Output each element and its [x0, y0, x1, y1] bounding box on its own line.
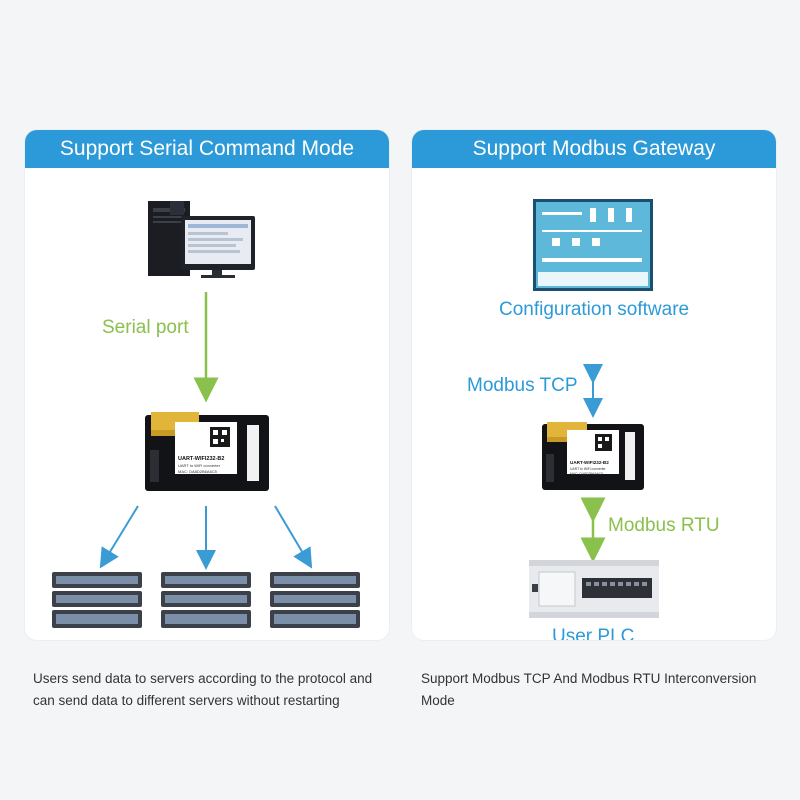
panel-title: Support Modbus Gateway — [412, 130, 776, 168]
serial-diagram: UART-WIFI232-B2 UART to WiFi converter M… — [25, 168, 389, 640]
server-rack-icon — [161, 572, 251, 628]
module-mac-text: MAC: DA8D2B6A6C5 — [570, 472, 603, 476]
caption-line: Users send data to servers according to … — [33, 671, 373, 686]
module-desc-text: UART to WiFi converter — [570, 467, 607, 471]
server-rack-icon — [270, 572, 360, 628]
caption-line: Mode — [421, 693, 455, 708]
serial-command-panel: Support Serial Command Mode — [25, 130, 389, 640]
user-plc-label: User PLC — [552, 626, 635, 640]
caption-line: Support Modbus TCP And Modbus RTU Interc… — [421, 671, 757, 686]
modbus-rtu-label: Modbus RTU — [608, 515, 720, 536]
scada-screen-icon — [533, 199, 653, 291]
caption-line: can send data to different servers witho… — [33, 693, 340, 708]
modbus-tcp-label: Modbus TCP — [467, 375, 578, 396]
serial-mode-caption: Users send data to servers according to … — [33, 668, 393, 712]
modbus-caption: Support Modbus TCP And Modbus RTU Interc… — [421, 668, 781, 712]
modbus-gateway-panel: Support Modbus Gateway — [412, 130, 776, 640]
module-desc-text: UART to WiFi converter — [178, 463, 221, 468]
wifi-module-icon: UART-WIFI232-B2 UART to WiFi converter M… — [145, 412, 269, 491]
module-mac-text: MAC: DA8D2B6A6C5 — [178, 469, 218, 474]
modbus-diagram: UART-WIFI232-B2 UART to WiFi converter M… — [412, 168, 776, 640]
panel-title: Support Serial Command Mode — [25, 130, 389, 168]
plc-icon — [529, 560, 659, 618]
server-rack-icon — [52, 572, 142, 628]
modbus-diagram-graphic: UART-WIFI232-B2 UART to WiFi converter M… — [529, 199, 659, 618]
serial-port-label: Serial port — [102, 317, 189, 338]
module-model-text: UART-WIFI232-B2 — [178, 456, 224, 462]
serial-diagram-graphic: UART-WIFI232-B2 UART to WiFi converter M… — [52, 201, 360, 628]
wifi-module-icon: UART-WIFI232-B2 UART to WiFi converter M… — [542, 422, 644, 490]
computer-icon — [148, 201, 255, 278]
module-model-text: UART-WIFI232-B2 — [570, 460, 609, 465]
configuration-software-label: Configuration software — [499, 299, 690, 320]
